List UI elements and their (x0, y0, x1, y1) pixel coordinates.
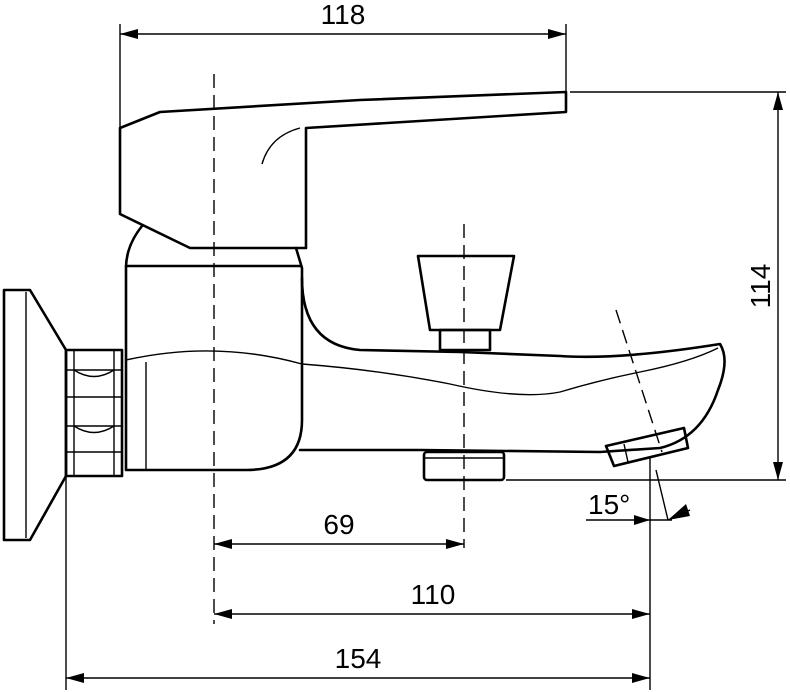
dimension-label-15-degrees: 15° (588, 489, 630, 520)
wall-flange (4, 290, 66, 540)
dimension-label-154: 154 (335, 643, 382, 674)
dimension-69: 69 (214, 509, 464, 549)
dimension-15-degrees: 15° (586, 489, 690, 525)
dimension-label-118: 118 (321, 0, 366, 30)
dimension-label-114: 114 (745, 264, 776, 309)
spout (300, 278, 725, 452)
dimension-label-110: 110 (411, 579, 456, 610)
dimension-154: 154 (66, 643, 650, 683)
lever-handle (120, 92, 566, 248)
hex-nut (66, 350, 122, 476)
center-lines (214, 74, 662, 624)
dimension-label-69: 69 (323, 509, 354, 540)
diverter-knob (418, 256, 514, 350)
aerator-outlet (606, 428, 688, 466)
dimension-118: 118 (120, 0, 566, 39)
dimension-114: 114 (745, 92, 783, 480)
dimension-110: 110 (214, 579, 650, 619)
